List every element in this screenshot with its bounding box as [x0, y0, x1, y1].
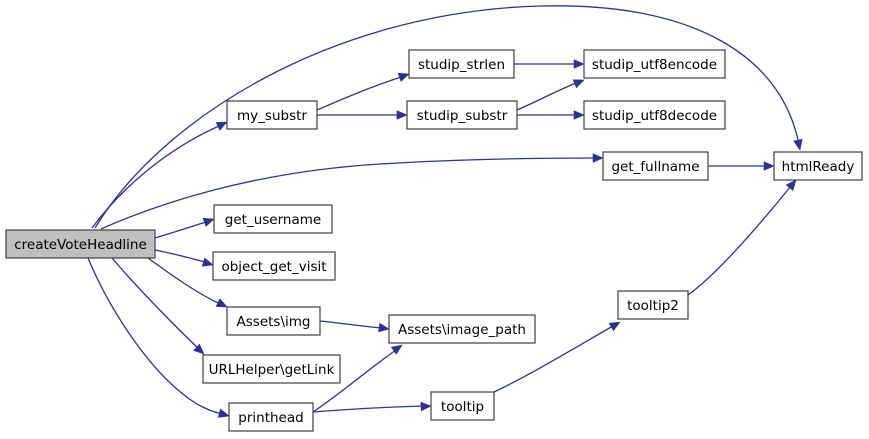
edge-Assets_img-to-Assets_image_path: [319, 320, 390, 333]
node-box[interactable]: [583, 49, 726, 79]
node-box[interactable]: [773, 151, 863, 181]
node-URLHelper_getLink[interactable]: URLHelper\getLink: [202, 354, 341, 384]
node-box[interactable]: [388, 314, 536, 344]
edge-createVoteHeadline-to-printhead: [87, 257, 230, 418]
node-htmlReady[interactable]: htmlReady: [773, 151, 863, 181]
node-studip_strlen[interactable]: studip_strlen: [408, 49, 515, 79]
edge-createVoteHeadline-to-get_fullname: [100, 153, 604, 230]
arrow-head-icon: [763, 161, 775, 171]
node-createVoteHeadline[interactable]: createVoteHeadline: [5, 229, 156, 259]
nodes-layer: createVoteHeadline my_substr studip_strlen…: [5, 49, 863, 432]
arrow-head-icon: [202, 217, 215, 227]
node-Assets_image_path[interactable]: Assets\image_path: [388, 314, 536, 344]
edges-layer: [87, 5, 803, 418]
arrow-head-icon: [396, 110, 408, 120]
arrow-head-icon: [785, 179, 797, 191]
node-box[interactable]: [430, 391, 495, 421]
arrow-head-icon: [215, 298, 228, 308]
node-studip_utf8encode[interactable]: studip_utf8encode: [583, 49, 726, 79]
edge-createVoteHeadline-to-Assets_img: [147, 257, 228, 308]
node-Assets_img[interactable]: Assets\img: [226, 306, 321, 336]
node-get_fullname[interactable]: get_fullname: [602, 151, 709, 181]
edge-studip_substr-to-studip_utf8encode: [516, 79, 585, 111]
node-get_username[interactable]: get_username: [213, 204, 333, 234]
node-tooltip[interactable]: tooltip: [430, 391, 495, 421]
arrow-head-icon: [215, 121, 228, 131]
edge-printhead-to-Assets_image_path: [312, 344, 403, 413]
node-studip_substr[interactable]: studip_substr: [406, 100, 518, 130]
node-box[interactable]: [5, 229, 156, 259]
node-box[interactable]: [228, 402, 314, 432]
edge-tooltip-to-tooltip2: [493, 321, 621, 393]
node-printhead[interactable]: printhead: [228, 402, 314, 432]
arrow-head-icon: [397, 72, 410, 82]
node-box[interactable]: [406, 100, 518, 130]
node-box[interactable]: [408, 49, 515, 79]
arrow-head-icon: [217, 408, 230, 418]
node-box[interactable]: [617, 290, 689, 320]
node-tooltip2[interactable]: tooltip2: [617, 290, 689, 320]
arrow-head-icon: [592, 153, 604, 163]
edge-createVoteHeadline-to-my_substr: [91, 121, 228, 229]
arrow-head-icon: [193, 343, 205, 355]
edge-tooltip2-to-htmlReady: [687, 179, 797, 296]
node-box[interactable]: [212, 251, 336, 281]
edge-studip_strlen-to-studip_utf8encode: [514, 59, 585, 69]
edge-createVoteHeadline-to-get_username: [154, 217, 215, 239]
arrow-head-icon: [573, 59, 585, 69]
node-box[interactable]: [583, 100, 726, 130]
arrow-head-icon: [572, 79, 585, 89]
node-studip_utf8decode[interactable]: studip_utf8decode: [583, 100, 726, 130]
edge-get_fullname-to-htmlReady: [708, 161, 775, 171]
edge-createVoteHeadline-to-object_get_visit: [154, 249, 214, 267]
arrow-head-icon: [573, 110, 585, 120]
node-object_get_visit[interactable]: object_get_visit: [212, 251, 336, 281]
edge-printhead-to-tooltip: [312, 401, 432, 413]
edge-createVoteHeadline-to-htmlReady: [94, 5, 803, 229]
edge-my_substr-to-studip_strlen: [316, 72, 410, 111]
node-box[interactable]: [213, 204, 333, 234]
node-my_substr[interactable]: my_substr: [226, 100, 318, 130]
edge-studip_substr-to-studip_utf8decode: [517, 110, 585, 120]
arrow-head-icon: [793, 138, 803, 151]
node-box[interactable]: [202, 354, 341, 384]
arrow-head-icon: [390, 344, 403, 355]
arrow-head-icon: [420, 401, 432, 412]
arrow-head-icon: [201, 257, 214, 267]
arrow-head-icon: [608, 321, 621, 332]
node-box[interactable]: [602, 151, 709, 181]
node-box[interactable]: [226, 306, 321, 336]
node-box[interactable]: [226, 100, 318, 130]
edge-createVoteHeadline-to-URLHelper_getLink: [111, 257, 205, 355]
arrow-head-icon: [378, 322, 390, 333]
edge-my_substr-to-studip_substr: [317, 110, 408, 120]
